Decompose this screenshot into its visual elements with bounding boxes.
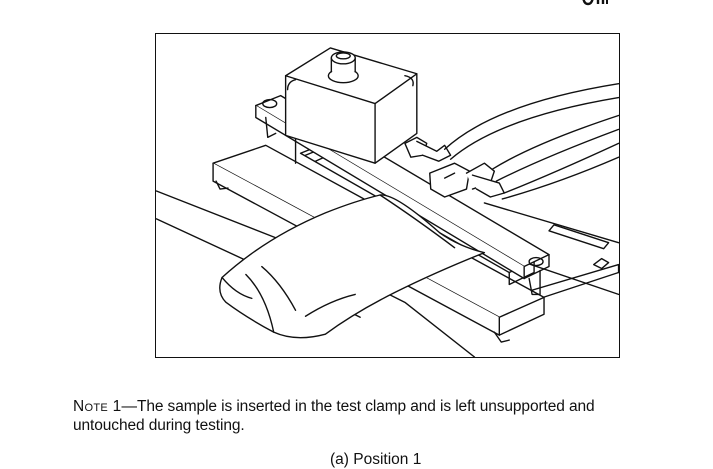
figure-note: Note 1—The sample is inserted in the tes… — [73, 397, 713, 435]
heater-block — [284, 47, 418, 164]
figure-caption: (a) Position 1 — [330, 451, 422, 468]
sample-bag — [219, 194, 486, 339]
publisher-logo-icon — [582, 0, 608, 6]
note-text-1: —The sample is inserted in the test clam… — [121, 398, 595, 415]
figure-frame — [155, 33, 620, 358]
note-line-2: untouched during testing. — [73, 417, 245, 434]
note-label: Note 1 — [73, 398, 122, 415]
air-hoses — [443, 82, 619, 200]
test-clamp-illustration — [156, 47, 619, 357]
note-line-1: Note 1—The sample is inserted in the tes… — [73, 397, 713, 416]
pipe-fitting — [404, 136, 505, 198]
